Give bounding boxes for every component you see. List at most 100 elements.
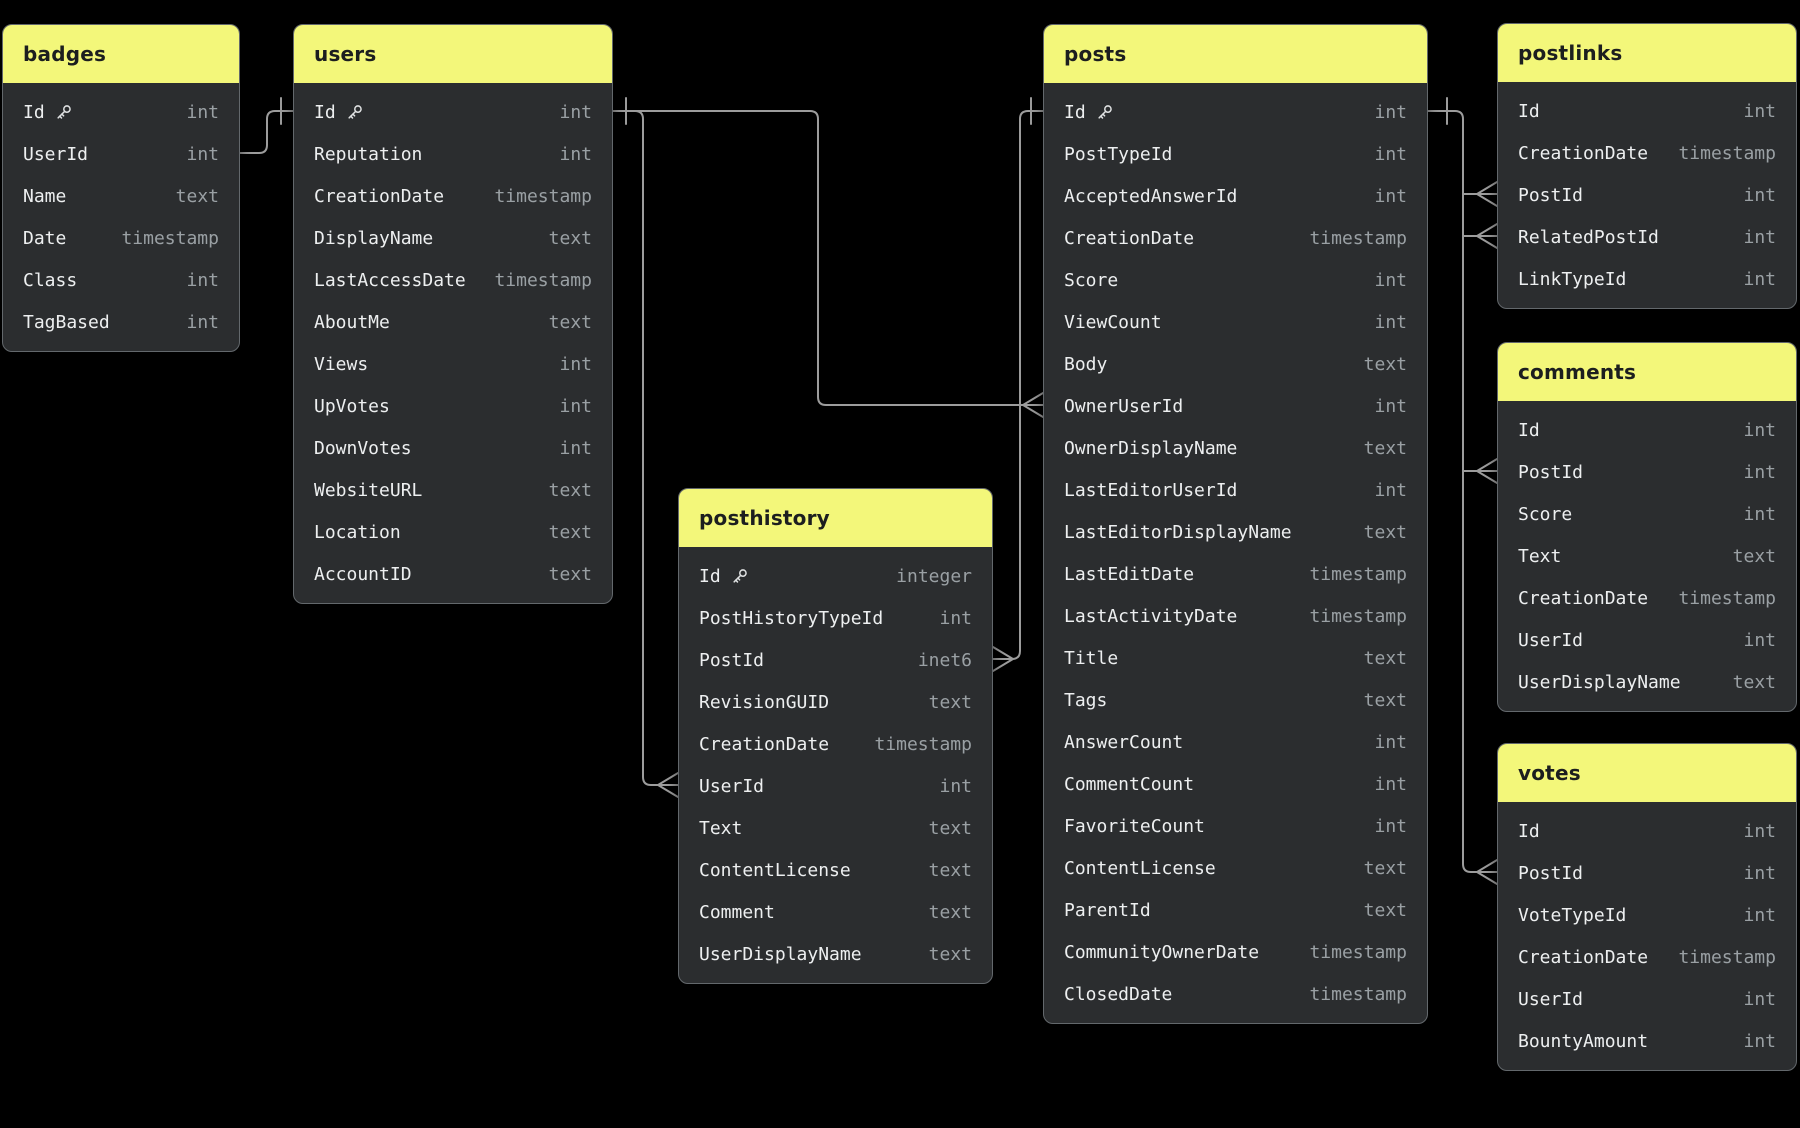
table-row-posts-Title[interactable]: Title text [1044, 637, 1427, 679]
table-row-posts-ViewCount[interactable]: ViewCount int [1044, 301, 1427, 343]
table-comments[interactable]: comments Id int PostId int Score int Tex… [1497, 342, 1797, 712]
table-header[interactable]: users [294, 25, 612, 83]
table-row-comments-CreationDate[interactable]: CreationDate timestamp [1498, 577, 1796, 619]
table-row-users-Location[interactable]: Location text [294, 511, 612, 553]
table-row-posthistory-PostHistoryTypeId[interactable]: PostHistoryTypeId int [679, 597, 992, 639]
table-row-users-Views[interactable]: Views int [294, 343, 612, 385]
table-row-posts-LastActivityDate[interactable]: LastActivityDate timestamp [1044, 595, 1427, 637]
field-type: int [1743, 629, 1776, 651]
table-header[interactable]: votes [1498, 744, 1796, 802]
field-type: text [548, 521, 592, 543]
table-row-comments-UserDisplayName[interactable]: UserDisplayName text [1498, 661, 1796, 703]
table-row-posthistory-RevisionGUID[interactable]: RevisionGUID text [679, 681, 992, 723]
table-row-badges-Date[interactable]: Date timestamp [3, 217, 239, 259]
field-name: DisplayName [314, 227, 434, 249]
table-header[interactable]: postlinks [1498, 24, 1796, 82]
table-row-users-LastAccessDate[interactable]: LastAccessDate timestamp [294, 259, 612, 301]
table-row-posthistory-PostId[interactable]: PostId inet6 [679, 639, 992, 681]
table-row-posts-Score[interactable]: Score int [1044, 259, 1427, 301]
table-row-posts-Body[interactable]: Body text [1044, 343, 1427, 385]
field-type: text [928, 859, 972, 881]
primary-key-icon [348, 104, 362, 119]
table-row-badges-TagBased[interactable]: TagBased int [3, 301, 239, 343]
table-badges[interactable]: badges Id int UserId int Name text [2, 24, 240, 352]
table-row-posts-LastEditorDisplayName[interactable]: LastEditorDisplayName text [1044, 511, 1427, 553]
table-row-postlinks-RelatedPostId[interactable]: RelatedPostId int [1498, 216, 1796, 258]
table-title: postlinks [1518, 41, 1623, 65]
table-row-posthistory-Text[interactable]: Text text [679, 807, 992, 849]
table-row-comments-PostId[interactable]: PostId int [1498, 451, 1796, 493]
table-header[interactable]: comments [1498, 343, 1796, 401]
field-type: int [1374, 101, 1407, 123]
table-header[interactable]: posts [1044, 25, 1427, 83]
table-posts[interactable]: posts Id int PostTypeId int AcceptedAnsw… [1043, 24, 1428, 1024]
table-row-posts-AcceptedAnswerId[interactable]: AcceptedAnswerId int [1044, 175, 1427, 217]
table-row-posts-Tags[interactable]: Tags text [1044, 679, 1427, 721]
table-row-users-CreationDate[interactable]: CreationDate timestamp [294, 175, 612, 217]
field-name: PostId [699, 649, 765, 671]
table-row-users-WebsiteURL[interactable]: WebsiteURL text [294, 469, 612, 511]
field-name: OwnerDisplayName [1064, 437, 1238, 459]
table-row-votes-UserId[interactable]: UserId int [1498, 978, 1796, 1020]
table-row-votes-VoteTypeId[interactable]: VoteTypeId int [1498, 894, 1796, 936]
table-row-posthistory-CreationDate[interactable]: CreationDate timestamp [679, 723, 992, 765]
table-row-users-AccountID[interactable]: AccountID text [294, 553, 612, 595]
table-row-comments-Id[interactable]: Id int [1498, 409, 1796, 451]
table-votes[interactable]: votes Id int PostId int VoteTypeId int C… [1497, 743, 1797, 1071]
table-header[interactable]: posthistory [679, 489, 992, 547]
table-row-posts-Id[interactable]: Id int [1044, 91, 1427, 133]
table-title: users [314, 42, 377, 66]
table-row-votes-Id[interactable]: Id int [1498, 810, 1796, 852]
table-row-posthistory-UserId[interactable]: UserId int [679, 765, 992, 807]
table-row-posthistory-UserDisplayName[interactable]: UserDisplayName text [679, 933, 992, 975]
table-row-badges-Id[interactable]: Id int [3, 91, 239, 133]
table-row-posthistory-ContentLicense[interactable]: ContentLicense text [679, 849, 992, 891]
table-row-posts-CreationDate[interactable]: CreationDate timestamp [1044, 217, 1427, 259]
table-row-votes-PostId[interactable]: PostId int [1498, 852, 1796, 894]
table-row-badges-Class[interactable]: Class int [3, 259, 239, 301]
field-name: LastEditorUserId [1064, 479, 1238, 501]
table-row-comments-UserId[interactable]: UserId int [1498, 619, 1796, 661]
table-rows: Id integer PostHistoryTypeId int PostId … [679, 547, 992, 983]
table-row-posts-AnswerCount[interactable]: AnswerCount int [1044, 721, 1427, 763]
table-row-comments-Text[interactable]: Text text [1498, 535, 1796, 577]
table-row-postlinks-LinkTypeId[interactable]: LinkTypeId int [1498, 258, 1796, 300]
field-name: Id [1518, 820, 1540, 842]
table-row-users-UpVotes[interactable]: UpVotes int [294, 385, 612, 427]
table-row-postlinks-CreationDate[interactable]: CreationDate timestamp [1498, 132, 1796, 174]
table-posthistory[interactable]: posthistory Id integer PostHistoryTypeId… [678, 488, 993, 984]
table-row-posts-CommentCount[interactable]: CommentCount int [1044, 763, 1427, 805]
table-row-badges-UserId[interactable]: UserId int [3, 133, 239, 175]
table-row-posthistory-Comment[interactable]: Comment text [679, 891, 992, 933]
table-row-posts-LastEditorUserId[interactable]: LastEditorUserId int [1044, 469, 1427, 511]
table-row-postlinks-PostId[interactable]: PostId int [1498, 174, 1796, 216]
table-row-posthistory-Id[interactable]: Id integer [679, 555, 992, 597]
field-name: Title [1064, 647, 1119, 669]
table-row-comments-Score[interactable]: Score int [1498, 493, 1796, 535]
table-header[interactable]: badges [3, 25, 239, 83]
table-row-posts-ContentLicense[interactable]: ContentLicense text [1044, 847, 1427, 889]
table-row-posts-OwnerUserId[interactable]: OwnerUserId int [1044, 385, 1427, 427]
table-row-posts-PostTypeId[interactable]: PostTypeId int [1044, 133, 1427, 175]
field-name: LastAccessDate [314, 269, 466, 291]
table-postlinks[interactable]: postlinks Id int CreationDate timestamp … [1497, 23, 1797, 309]
field-type: timestamp [494, 185, 592, 207]
table-row-users-Id[interactable]: Id int [294, 91, 612, 133]
table-row-users-DownVotes[interactable]: DownVotes int [294, 427, 612, 469]
table-row-users-DisplayName[interactable]: DisplayName text [294, 217, 612, 259]
table-row-users-AboutMe[interactable]: AboutMe text [294, 301, 612, 343]
table-row-posts-FavoriteCount[interactable]: FavoriteCount int [1044, 805, 1427, 847]
table-row-posts-ClosedDate[interactable]: ClosedDate timestamp [1044, 973, 1427, 1015]
table-row-votes-BountyAmount[interactable]: BountyAmount int [1498, 1020, 1796, 1062]
table-row-postlinks-Id[interactable]: Id int [1498, 90, 1796, 132]
table-row-votes-CreationDate[interactable]: CreationDate timestamp [1498, 936, 1796, 978]
table-row-posts-ParentId[interactable]: ParentId text [1044, 889, 1427, 931]
table-row-posts-CommunityOwnerDate[interactable]: CommunityOwnerDate timestamp [1044, 931, 1427, 973]
field-name: CreationDate [1518, 587, 1649, 609]
table-row-users-Reputation[interactable]: Reputation int [294, 133, 612, 175]
table-row-posts-OwnerDisplayName[interactable]: OwnerDisplayName text [1044, 427, 1427, 469]
table-users[interactable]: users Id int Reputation int CreationDate [293, 24, 613, 604]
table-row-badges-Name[interactable]: Name text [3, 175, 239, 217]
table-row-posts-LastEditDate[interactable]: LastEditDate timestamp [1044, 553, 1427, 595]
